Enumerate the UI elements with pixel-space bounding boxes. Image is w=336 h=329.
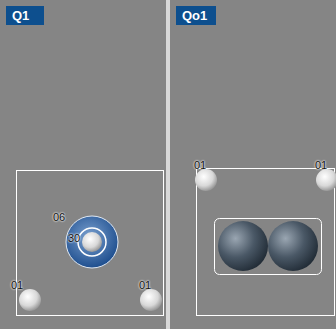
dark-ball: [218, 221, 268, 271]
panel-tag: Q1: [6, 6, 44, 25]
ball-group-outline: [215, 219, 322, 275]
callout-number: 01: [315, 159, 327, 171]
callout-number: 01: [11, 279, 23, 291]
zone-outline: [17, 171, 164, 316]
panel: [0, 0, 166, 329]
zone-outline: [197, 169, 335, 316]
ball: [19, 289, 41, 311]
panel-title: Qo1: [182, 8, 210, 23]
callout-number: 01: [139, 279, 151, 291]
ball: [195, 169, 217, 191]
callout-number: 01: [194, 159, 206, 171]
target-ring: [66, 216, 118, 268]
panel-tag: Qo1: [176, 6, 216, 25]
ball: [140, 289, 162, 311]
dark-ball: [268, 221, 318, 271]
ball: [316, 169, 336, 191]
target-inner: [78, 228, 106, 256]
panel: [170, 0, 336, 329]
callout-number: 06: [53, 211, 65, 223]
panel-title: Q1: [12, 8, 38, 23]
callout-number: 30: [68, 232, 80, 244]
ball: [82, 232, 102, 252]
